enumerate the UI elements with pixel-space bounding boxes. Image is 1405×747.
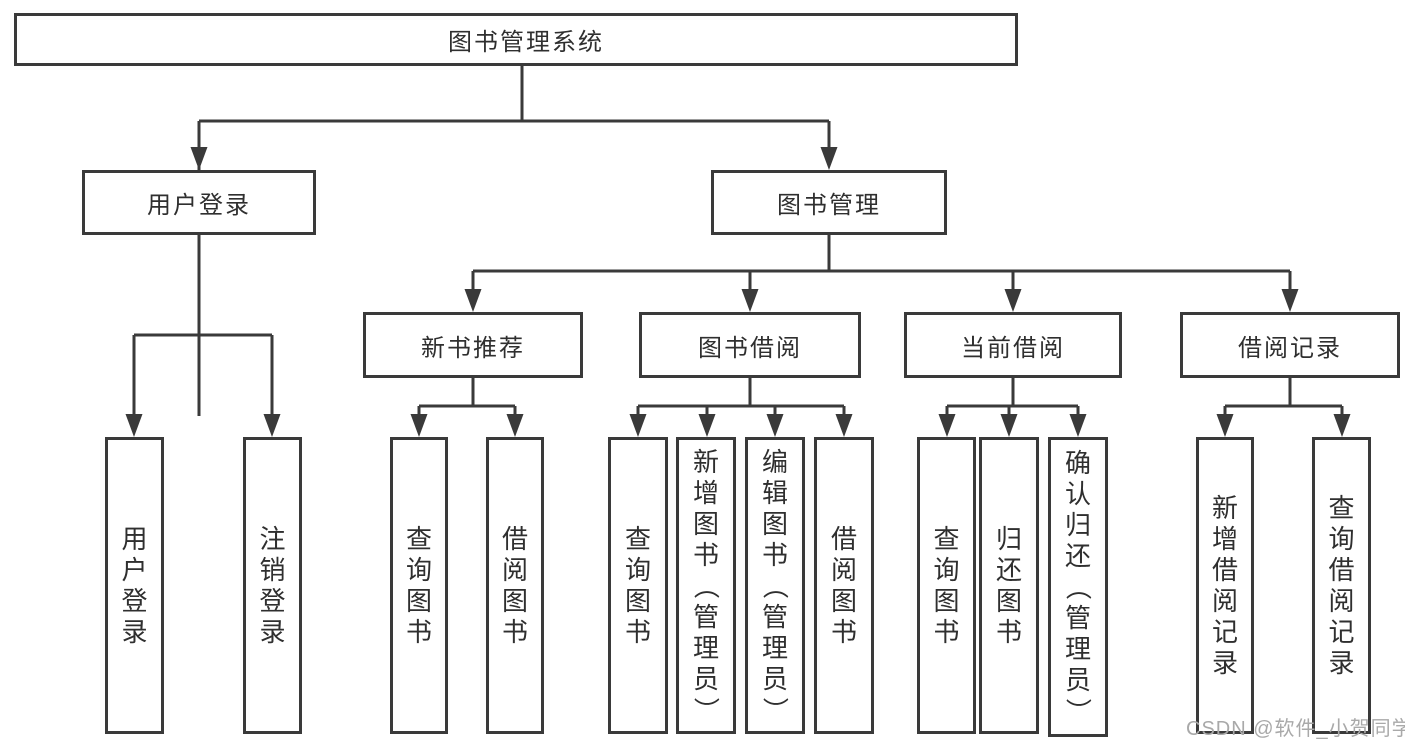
leaf-current-return-books: 归还图书 — [979, 437, 1039, 734]
leaf-logout: 注销登录 — [243, 437, 302, 734]
leaf-newbook-query-books: 查询图书 — [390, 437, 448, 734]
node-label: 借阅记录 — [1238, 334, 1342, 362]
node-label: 新增借阅记录 — [1211, 493, 1238, 678]
leaf-borrowing-add-books-admin: 新增图书（管理员） — [676, 437, 736, 734]
node-label: 用户登录 — [121, 524, 148, 647]
node-label: 查询图书 — [405, 524, 432, 647]
leaf-records-add-borrow-record: 新增借阅记录 — [1196, 437, 1254, 734]
node-borrowing-records: 借阅记录 — [1180, 312, 1400, 378]
leaf-user-login: 用户登录 — [105, 437, 164, 734]
node-new-book-recommendation: 新书推荐 — [363, 312, 583, 378]
csdn-watermark: CSDN @软件_小贺同学 — [1186, 718, 1405, 740]
node-label: 查询图书 — [933, 524, 960, 647]
leaf-borrowing-query-books: 查询图书 — [608, 437, 668, 734]
node-label: 编辑图书（管理员） — [759, 446, 790, 723]
node-label: 查询借阅记录 — [1328, 493, 1355, 678]
node-label: 当前借阅 — [961, 334, 1065, 362]
leaf-current-query-books: 查询图书 — [917, 437, 976, 734]
node-library-management-system: 图书管理系统 — [14, 13, 1018, 66]
leaf-newbook-borrow-books: 借阅图书 — [486, 437, 544, 734]
leaf-borrowing-borrow-books: 借阅图书 — [814, 437, 874, 734]
leaf-borrowing-edit-books-admin: 编辑图书（管理员） — [745, 437, 805, 734]
node-label: 图书管理 — [777, 192, 881, 219]
node-label: 用户登录 — [147, 192, 251, 219]
leaf-records-query-borrow-record: 查询借阅记录 — [1312, 437, 1371, 734]
node-label: 注销登录 — [259, 524, 286, 647]
node-label: 借阅图书 — [830, 524, 857, 647]
leaf-current-confirm-return-admin: 确认归还（管理员） — [1048, 437, 1108, 737]
node-label: 查询图书 — [624, 524, 651, 647]
node-label: 归还图书 — [995, 524, 1022, 647]
node-label: 借阅图书 — [501, 524, 528, 647]
node-book-borrowing: 图书借阅 — [639, 312, 861, 378]
node-label: 新书推荐 — [421, 334, 525, 362]
node-user-login-branch: 用户登录 — [82, 170, 316, 235]
node-label: 确认归还（管理员） — [1062, 448, 1093, 725]
node-book-management-branch: 图书管理 — [711, 170, 947, 235]
node-current-borrowing: 当前借阅 — [904, 312, 1122, 378]
node-label: 图书借阅 — [698, 334, 802, 362]
node-label: 图书管理系统 — [448, 29, 604, 56]
connector-lines — [132, 66, 1344, 416]
node-label: 新增图书（管理员） — [690, 446, 721, 723]
